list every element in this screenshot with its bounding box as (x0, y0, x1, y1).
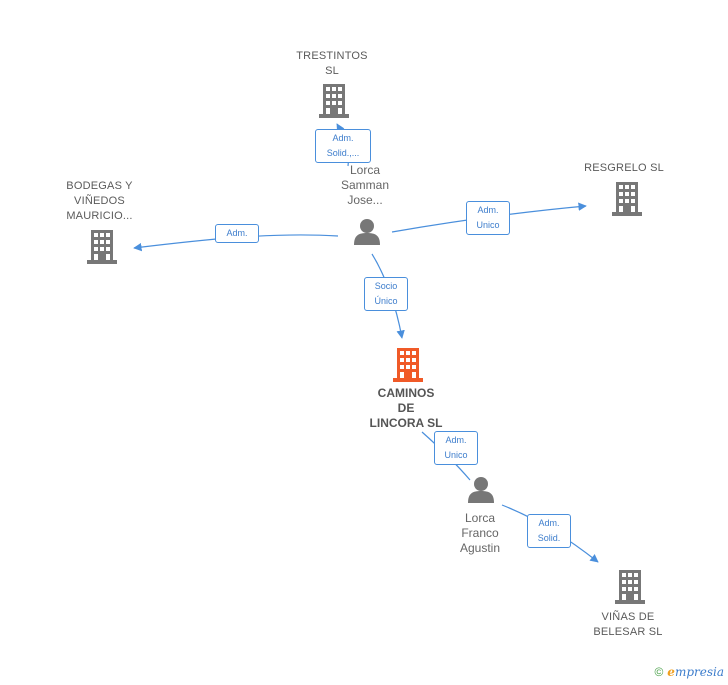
lorca-franco-person-icon[interactable] (468, 477, 494, 503)
lorca-samman-person-icon[interactable] (354, 219, 380, 245)
vinas-label[interactable]: VIÑAS DE BELESAR SL (593, 611, 663, 638)
bodegas-building-icon[interactable] (87, 230, 117, 264)
caminos-label[interactable]: CAMINOS DE LINCORA SL (369, 386, 443, 430)
caminos-building-icon[interactable] (393, 348, 423, 382)
edge-label-adm-unico-caminos: Adm. Unico (434, 431, 478, 465)
empresia-brand[interactable]: ©empresia (654, 665, 724, 679)
copyright-icon: © (654, 665, 664, 679)
resgrelo-building-icon[interactable] (612, 182, 642, 216)
edge-label-adm-unico-resgrelo: Adm. Unico (466, 201, 510, 235)
edge-label-adm-solid-trestintos: Adm. Solid.,... (315, 129, 371, 163)
lorca-franco-label[interactable]: Lorca Franco Agustin (459, 511, 501, 555)
edge-label-adm-bodegas: Adm. (215, 224, 259, 243)
edge-label-socio-unico: Socio Único (364, 277, 408, 311)
brand-name: empresia (667, 665, 724, 679)
lorca-samman-label[interactable]: Lorca Samman Jose... (340, 163, 390, 207)
edge-label-adm-solid-vinas: Adm. Solid. (527, 514, 571, 548)
trestintos-building-icon[interactable] (319, 84, 349, 118)
trestintos-label[interactable]: TRESTINTOS SL (296, 50, 368, 77)
bodegas-label[interactable]: BODEGAS Y VIÑEDOS MAURICIO... (66, 180, 133, 222)
resgrelo-label[interactable]: RESGRELO SL (584, 162, 664, 174)
vinas-building-icon[interactable] (615, 570, 645, 604)
